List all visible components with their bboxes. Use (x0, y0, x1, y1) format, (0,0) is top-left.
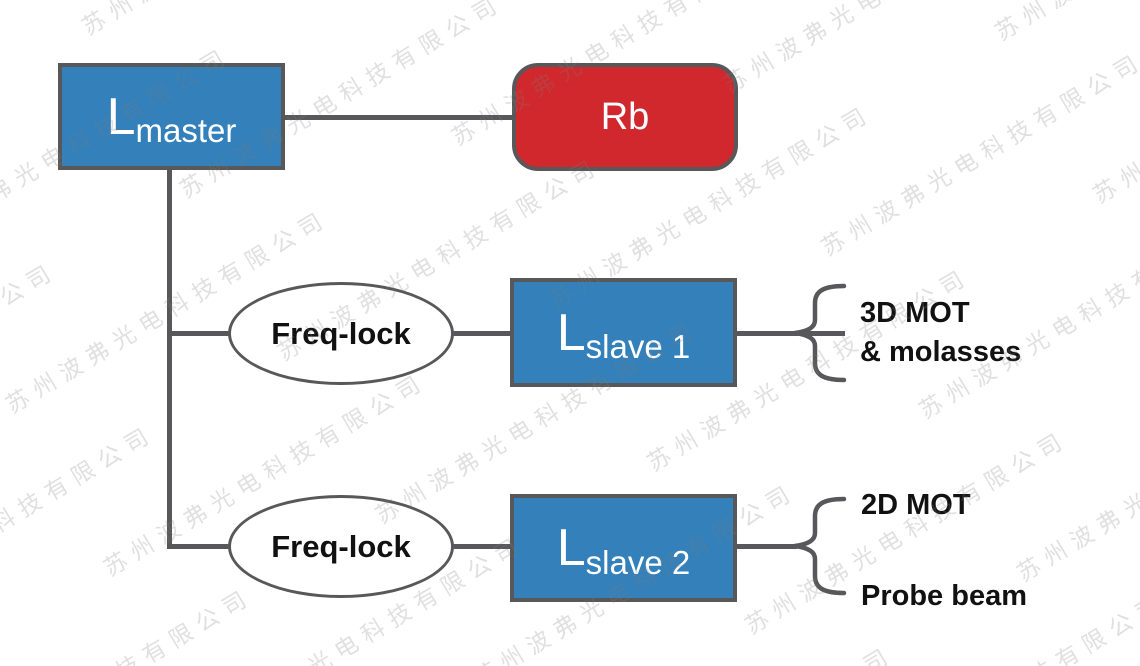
slave-laser-1-symbol: L (556, 303, 586, 362)
connector-slave1-brace (737, 331, 845, 336)
connector-freqlock1-slave1 (450, 331, 513, 336)
output-molasses-label: & molasses (860, 336, 1022, 368)
freq-lock-1-ellipse: Freq-lock (228, 282, 454, 385)
connector-freqlock2-slave2 (450, 544, 513, 549)
watermark-text: 苏州波弗光电科技有限公司 (1110, 535, 1140, 666)
slave-laser-2-symbol: L (556, 519, 586, 577)
rb-cell-label: Rb (600, 96, 650, 138)
slave-laser-2-subscript: slave 2 (585, 543, 691, 581)
watermark-text: 苏州波弗光电科技有限公司 (716, 0, 1052, 100)
watermark-text: 苏州波弗光电科技有限公司 (0, 577, 258, 666)
watermark-text: 苏州波弗光电科技有限公司 (563, 635, 899, 666)
master-laser-symbol: L (106, 87, 136, 146)
freq-lock-2-label: Freq-lock (271, 528, 411, 564)
connector-master-rb (285, 115, 512, 120)
output-3d-mot-label: 3D MOT (860, 297, 970, 329)
connector-slave2-brace (737, 544, 797, 549)
slave-laser-1-subscript: slave 1 (585, 328, 691, 365)
watermark-text: 苏州波弗光电科技有限公司 (816, 46, 1140, 261)
slave1-output-labels: 3D MOT & molasses (860, 294, 1021, 372)
master-laser-subscript: master (135, 112, 237, 149)
watermark-text: 苏州波弗光电科技有限公司 (987, 0, 1140, 47)
output-probe-beam-label: Probe beam (861, 580, 1027, 612)
watermark-text: 苏州波弗光电科技有限公司 (1012, 372, 1140, 587)
connector-master-vertical (167, 168, 172, 549)
brace-slave2-outputs-icon (792, 496, 847, 596)
freq-lock-1-label: Freq-lock (271, 315, 411, 351)
connector-branch-freqlock1 (167, 331, 231, 336)
watermark-text: 苏州波弗光电科技有限公司 (1088, 0, 1140, 209)
watermark-text: 苏州波弗光电科技有限公司 (0, 256, 62, 471)
brace-slave1-outputs-icon (792, 283, 847, 383)
freq-lock-2-ellipse: Freq-lock (228, 495, 454, 598)
rb-cell-box: Rb (512, 63, 738, 171)
output-2d-mot-label: 2D MOT (861, 489, 971, 521)
watermark-text: 苏州波弗光电科技有限公司 (74, 0, 410, 42)
connector-branch-freqlock2 (167, 544, 231, 549)
watermark-text: 苏州波弗光电科技有限公司 (0, 419, 160, 634)
